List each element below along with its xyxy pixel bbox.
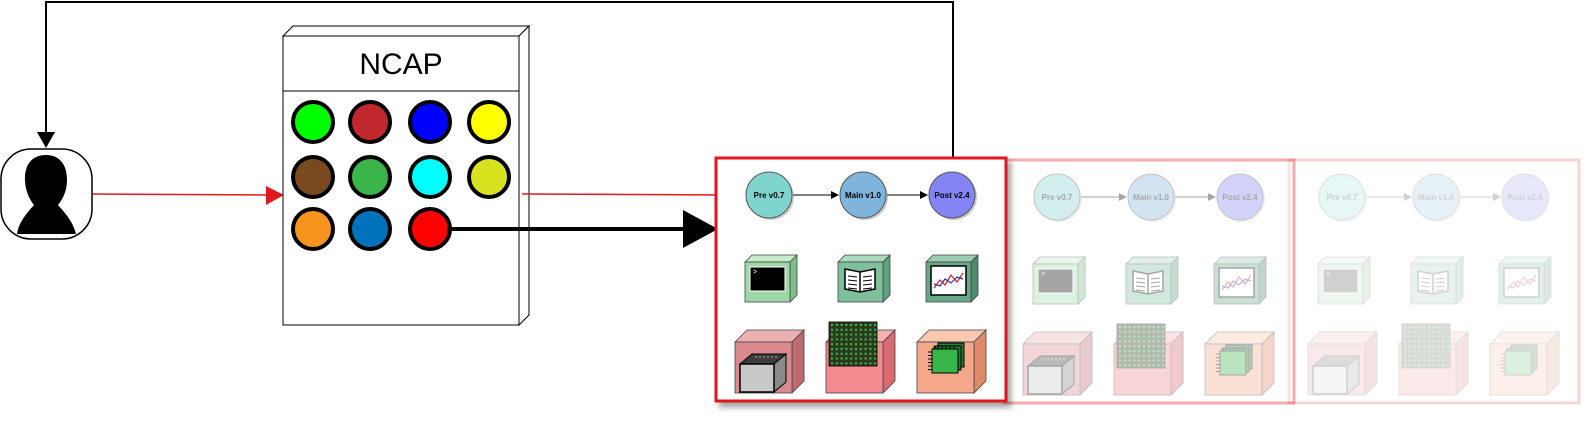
pipelines: Pre v0.7 Main v1.0 Post v2.4 > Pre v0.7 Main …	[714, 156, 1581, 405]
chart-icon	[1213, 256, 1267, 305]
stage-label: Pre v0.7	[754, 191, 785, 200]
stage-node	[1318, 173, 1366, 221]
stage-label: Post v2.4	[934, 191, 970, 200]
deploy-arrow	[447, 210, 718, 248]
ncap-module	[408, 155, 452, 199]
stage-label: Post v2.4	[1222, 193, 1258, 202]
stage-node	[1033, 173, 1081, 221]
terminal-icon: >	[1317, 256, 1371, 305]
grid-chip-icon	[1113, 323, 1184, 396]
stage-label: Main v1.0	[845, 191, 882, 200]
chip-icon	[1489, 331, 1560, 396]
stage-node	[745, 171, 793, 219]
stage-label: Pre v0.7	[1042, 193, 1073, 202]
pipeline-frame	[1287, 158, 1581, 405]
pipeline-frame	[1002, 158, 1296, 405]
stage-shadow	[1504, 176, 1550, 222]
ncap-module	[291, 155, 335, 199]
ncap-title: NCAP	[359, 48, 442, 81]
book-icon	[1125, 256, 1179, 305]
server-icon	[734, 329, 805, 394]
stage-shadow	[1036, 176, 1082, 222]
stage-node	[1501, 173, 1549, 221]
ncap-module	[467, 155, 511, 199]
book-icon	[1410, 256, 1464, 305]
stage-shadow	[1321, 176, 1367, 222]
grid-chip-icon	[1398, 323, 1469, 396]
ncap-module	[408, 207, 452, 251]
server-icon	[1022, 331, 1093, 396]
ncap-to-pipeline-arrow	[521, 186, 744, 205]
ncap-module	[348, 155, 392, 199]
feedback-arrow	[37, 1, 954, 175]
stage-label: Main v1.0	[1418, 193, 1455, 202]
stage-node	[1216, 173, 1264, 221]
stage-node	[1412, 173, 1460, 221]
ncap-module	[348, 100, 392, 144]
stage-label: Pre v0.7	[1327, 193, 1358, 202]
svg-text:>: >	[753, 269, 757, 276]
stage-node	[839, 171, 887, 219]
svg-text:>: >	[1041, 271, 1045, 278]
stage-shadow	[1130, 176, 1176, 222]
pipeline-3: Pre v0.7 Main v1.0 Post v2.4 >	[1287, 158, 1581, 405]
ncap-module	[348, 207, 392, 251]
book-icon	[837, 254, 891, 303]
stage-label: Post v2.4	[1507, 193, 1543, 202]
user-to-ncap-arrow	[92, 186, 284, 205]
chart-icon	[925, 254, 979, 303]
chip-icon	[916, 329, 987, 394]
ncap-module	[467, 100, 511, 144]
terminal-icon: >	[1032, 256, 1086, 305]
svg-text:>: >	[1326, 271, 1330, 278]
stage-node	[1127, 173, 1175, 221]
ncap-module	[291, 100, 335, 144]
ncap-module	[291, 207, 335, 251]
server-icon	[1307, 331, 1378, 396]
stage-shadow	[1219, 176, 1265, 222]
terminal-icon: >	[744, 254, 798, 303]
stage-shadow	[1415, 176, 1461, 222]
grid-chip-icon	[825, 321, 896, 394]
ncap-module-grid	[291, 100, 511, 251]
user-icon	[0, 148, 93, 240]
chart-icon	[1498, 256, 1552, 305]
pipeline-2: Pre v0.7 Main v1.0 Post v2.4 >	[1002, 158, 1296, 405]
stage-label: Main v1.0	[1133, 193, 1170, 202]
pipeline-1: Pre v0.7 Main v1.0 Post v2.4 >	[714, 156, 1008, 403]
stage-node	[928, 171, 976, 219]
ncap-module	[408, 100, 452, 144]
chip-icon	[1204, 331, 1275, 396]
